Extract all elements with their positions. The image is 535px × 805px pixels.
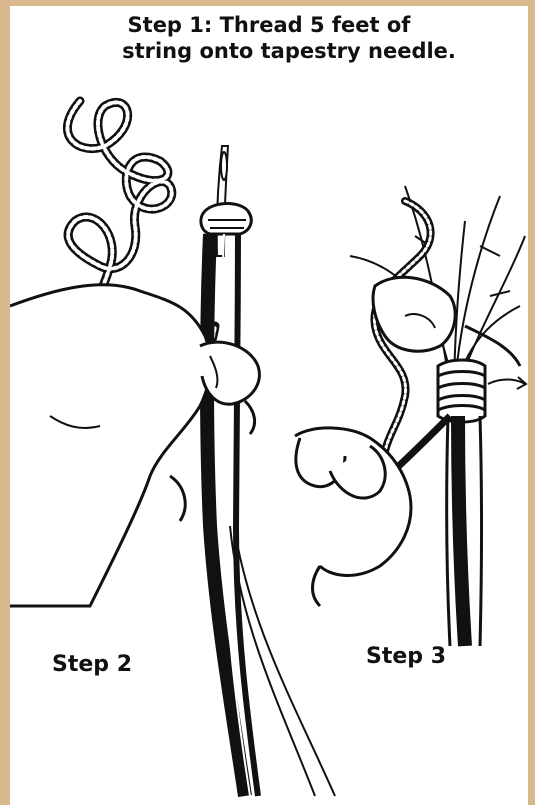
knot-icon <box>438 360 485 422</box>
left-figure <box>10 101 335 796</box>
right-figure <box>295 186 526 646</box>
hand-icon <box>373 277 520 366</box>
strand-bundle <box>447 416 482 646</box>
step3-label: Step 3 <box>366 644 446 669</box>
hand-icon <box>295 428 411 606</box>
needle-icon <box>217 146 228 256</box>
arrow-icon <box>488 377 526 389</box>
knot-icon <box>201 204 251 235</box>
illustration-panel: Step 1: Thread 5 feet of string onto tap… <box>10 6 528 805</box>
instruction-illustration <box>10 6 528 805</box>
step2-label: Step 2 <box>52 652 132 677</box>
